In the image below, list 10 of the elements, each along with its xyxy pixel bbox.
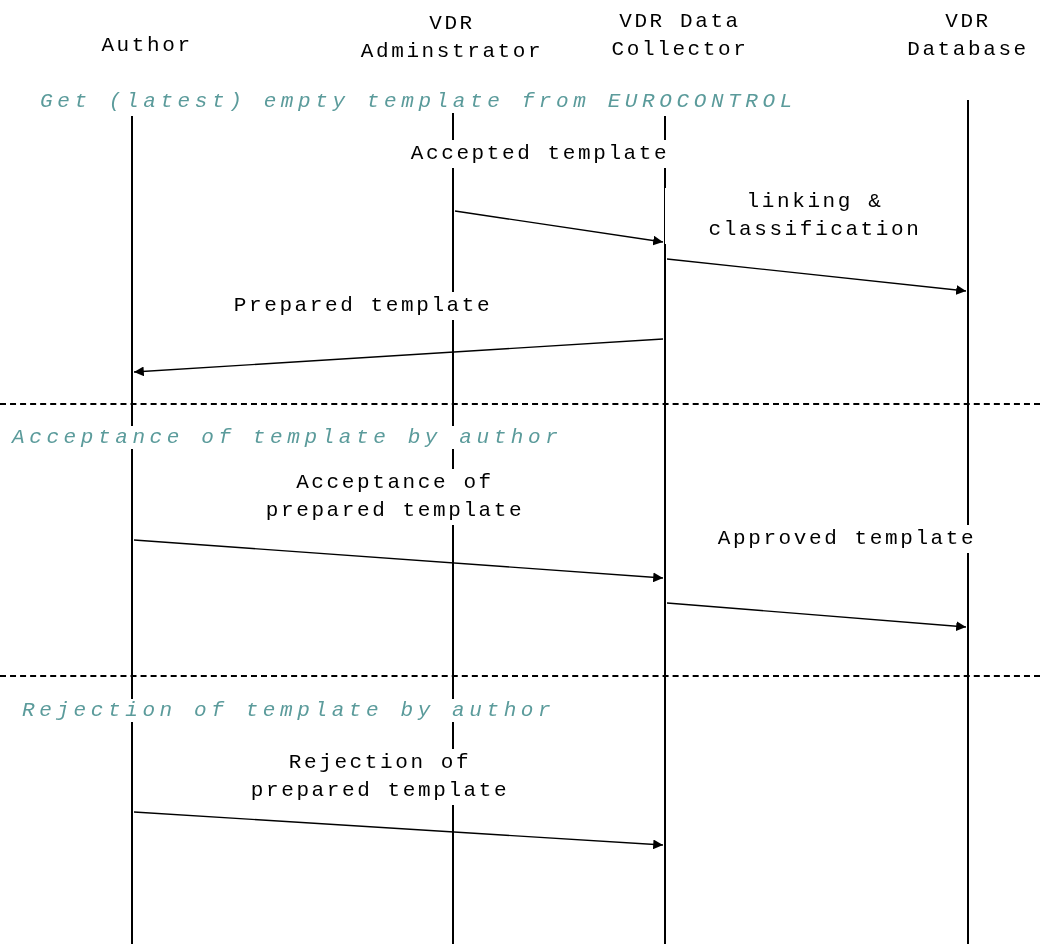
message-arrow <box>666 602 967 632</box>
participant-label: VDR Data Collector <box>610 9 750 63</box>
message-arrow <box>133 539 664 583</box>
message-arrow <box>666 258 967 295</box>
participant-label: Author <box>100 33 194 59</box>
message-arrow <box>454 210 664 246</box>
message-arrow <box>133 811 664 850</box>
message-arrow <box>133 338 664 377</box>
participant-label: VDR Database <box>906 9 1030 63</box>
participant-label: VDR Adminstrator <box>359 11 545 65</box>
